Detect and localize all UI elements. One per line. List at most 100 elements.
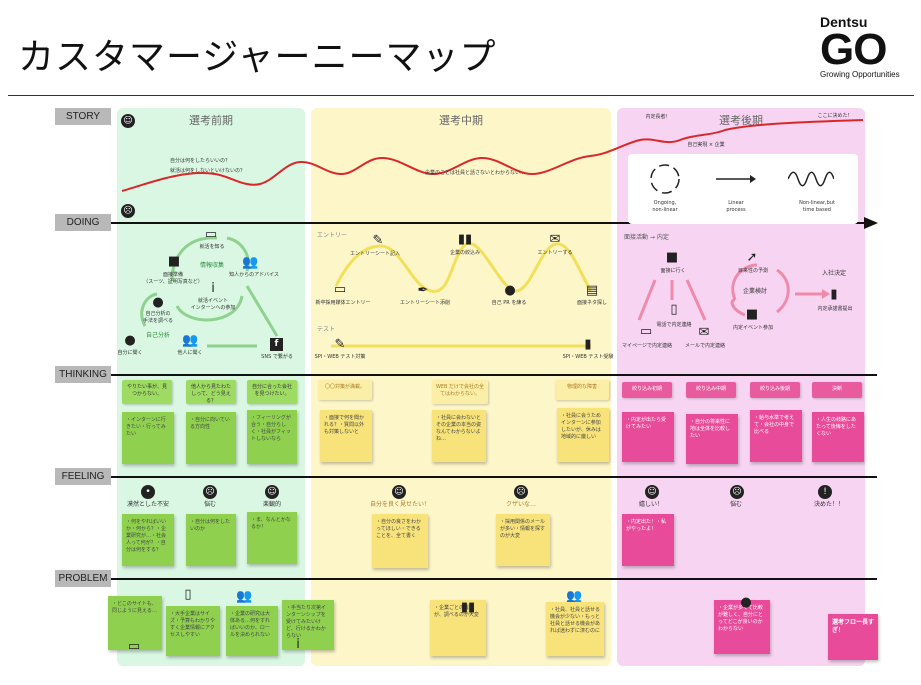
feeling-middle-2: クザいな…	[505, 501, 536, 508]
story-self-text: 自己実現 × 企業	[687, 142, 725, 148]
problem-note-middle-2: ・社員、社員と話せる機会が少ない・もっと社員と話せる機会があれば迷わずに済むのに	[546, 602, 604, 656]
doing-early-arrows	[140, 236, 279, 348]
story-emotion-curve	[121, 119, 864, 192]
event-briefcase-icon: ■	[745, 307, 759, 322]
test-pencil-icon: ✎	[334, 337, 346, 352]
legend-ongoing: Ongoing,	[653, 200, 677, 206]
thinking-head-late-1: 絞り込み初期	[622, 382, 672, 398]
doing-e1: 就活を知る	[199, 244, 225, 250]
worried-face-icon: ☹	[203, 485, 217, 499]
submit-document-icon: ▮	[830, 287, 838, 302]
briefcase-icon: ■	[167, 254, 181, 269]
pen-icon: ✒	[417, 283, 429, 298]
logo-main-text: GO	[820, 25, 887, 74]
binoculars-icon: ▮▮	[457, 232, 473, 247]
doing-e8: SNS で繋がる	[261, 354, 293, 360]
company-review-title: 企業検討	[742, 288, 767, 295]
doing-t2: SPI・WEB テスト受験	[562, 354, 614, 360]
problem-person-icon: i	[296, 637, 300, 652]
mypage-monitor-icon: ▭	[639, 324, 653, 339]
doing-l7: 内定イベント参加	[732, 325, 773, 331]
feeling-note-late-1: ・内定出た！・私がやったよ！	[622, 514, 674, 566]
row-label-doing: DOING	[55, 214, 111, 231]
story-question-2: 就活は何をしないといけないの？	[170, 168, 246, 174]
thinking-head-early-1: やりたい事が、見つからない。	[122, 380, 172, 404]
thinking-head-late-4: 決断	[812, 382, 862, 398]
row-label-story: STORY	[55, 108, 111, 125]
self-person-icon: ●	[152, 295, 164, 310]
envelope-icon: ✉	[549, 232, 561, 247]
facebook-icon: f	[270, 338, 283, 351]
anxious-face-icon: •	[141, 485, 155, 499]
feeling-note-middle-2: ・採用関係のメールが多い・情報を探すのが大変	[496, 514, 550, 566]
thinking-head-late-2: 絞り込み中期	[686, 382, 736, 398]
doing-l4: メールで内定連絡	[684, 343, 725, 349]
happy-face-icon: ☺	[121, 114, 135, 128]
group-icon: 👥	[182, 333, 199, 348]
header-divider	[8, 95, 914, 96]
sad-face-icon: ☹	[121, 204, 135, 218]
feeling-early-2: 悩む	[203, 501, 216, 508]
test-title: テスト	[317, 326, 336, 333]
linear-arrow-icon	[716, 175, 756, 183]
problem-line	[111, 578, 877, 580]
doing-e4b: インターンへの参加	[190, 305, 236, 311]
doing-m7: 面接ネタ探し	[576, 300, 607, 306]
document-icon: ▮	[584, 337, 592, 352]
nonlinear-wave-icon	[788, 171, 834, 187]
laptop-icon: ▭	[333, 282, 347, 297]
thinking-head-middle-1: 〇〇対策が満載。	[318, 380, 372, 400]
problem-note-early-2: ・大手企業はサイズ・予算もわかりやすく企業情報にアクセスしやすい	[166, 606, 220, 656]
join-decision-title: 入社決定	[821, 270, 846, 277]
doing-e3: 知人からのアドバイス	[229, 272, 279, 278]
doing-l9: 内定承諾書提出	[817, 306, 853, 312]
clipboard-icon: ▤	[585, 283, 599, 298]
late-doing-title: 面接活動 → 内定	[624, 234, 669, 241]
legend-ongoing-2: non-linear	[652, 207, 678, 213]
self-analysis-title: 自己分析	[145, 332, 170, 339]
thinking-note-late-2: ・自分の将来性に地は全体を比較したい	[686, 414, 738, 464]
process-legend: Ongoing, non-linear Linear process Non-l…	[628, 154, 858, 224]
timeline-arrow-icon	[864, 217, 878, 229]
row-label-feeling: FEELING	[55, 468, 111, 485]
doing-m1: エントリーシート記入	[350, 251, 400, 257]
thinking-note-middle-1: ・面接で何を聞かれる？・質問以外も対策しないと	[320, 410, 372, 462]
row-label-problem: PROBLEM	[55, 570, 111, 587]
row-label-thinking: THINKING	[55, 366, 111, 383]
logo-top-text: Dentsu	[820, 14, 868, 30]
doing-l1: 面接に行く	[660, 268, 686, 274]
doing-timeline	[111, 222, 869, 224]
problem-people-icon: 👥	[236, 589, 253, 604]
ongoing-cycle-icon	[650, 164, 680, 194]
problem-user-icon: ●	[740, 595, 752, 610]
doing-m6: 自己 PR を練る	[491, 300, 527, 306]
phone-icon: ▯	[670, 302, 678, 317]
doing-l3: マイページで内定連絡	[622, 343, 672, 349]
doing-e6: 自分に聞く	[117, 350, 143, 356]
thinking-head-early-3: 自分に合った会社を見つけたい。	[247, 380, 297, 404]
late-briefcase-icon: ■	[665, 250, 679, 265]
optimistic-face-icon: ☺	[265, 485, 279, 499]
glad-face-icon: ☺	[645, 485, 659, 499]
confident-face-icon: ☺	[392, 485, 406, 499]
logo-sub-text: Growing Opportunities	[820, 70, 900, 79]
doing-m2: 企業の絞込み	[449, 250, 480, 256]
problem-note-early-3: ・企業の研究は大体ある…何をすればいいのか、ロールを決められない	[226, 606, 278, 656]
feeling-middle-1: 自分を良く見せたい！	[369, 501, 430, 508]
dentsu-go-logo: Dentsu GO Growing Opportunities	[820, 14, 902, 90]
feeling-note-middle-1: ・自分の良さをわかってほしい・できることを、全て書く	[372, 514, 428, 568]
problem-group-icon: 👥	[566, 589, 583, 604]
story-middle-text: 企業のことは社員と話さないとわからない…	[424, 170, 525, 176]
legend-linear: Linear	[728, 200, 744, 206]
problem-note-late-2: 選考フロー長すぎ！	[828, 614, 878, 660]
problem-note-early-1: ・どこのサイトも、同じように見える…	[108, 596, 162, 650]
thinking-note-early-2: ・自分に向いている方向性	[186, 412, 236, 464]
decided-face-icon: !	[818, 485, 832, 499]
thinking-head-middle-2: WEB だけで会社の全てはわからない。	[432, 380, 488, 404]
monitor-icon: ▭	[204, 227, 218, 242]
feeling-late-2: 悩む	[729, 501, 742, 508]
mail-icon: ✉	[698, 325, 710, 340]
doing-l5: 目来性の予測	[737, 268, 768, 274]
story-offer-text: 内定長者！	[645, 114, 671, 120]
feeling-early-3: 楽観的	[262, 501, 281, 508]
